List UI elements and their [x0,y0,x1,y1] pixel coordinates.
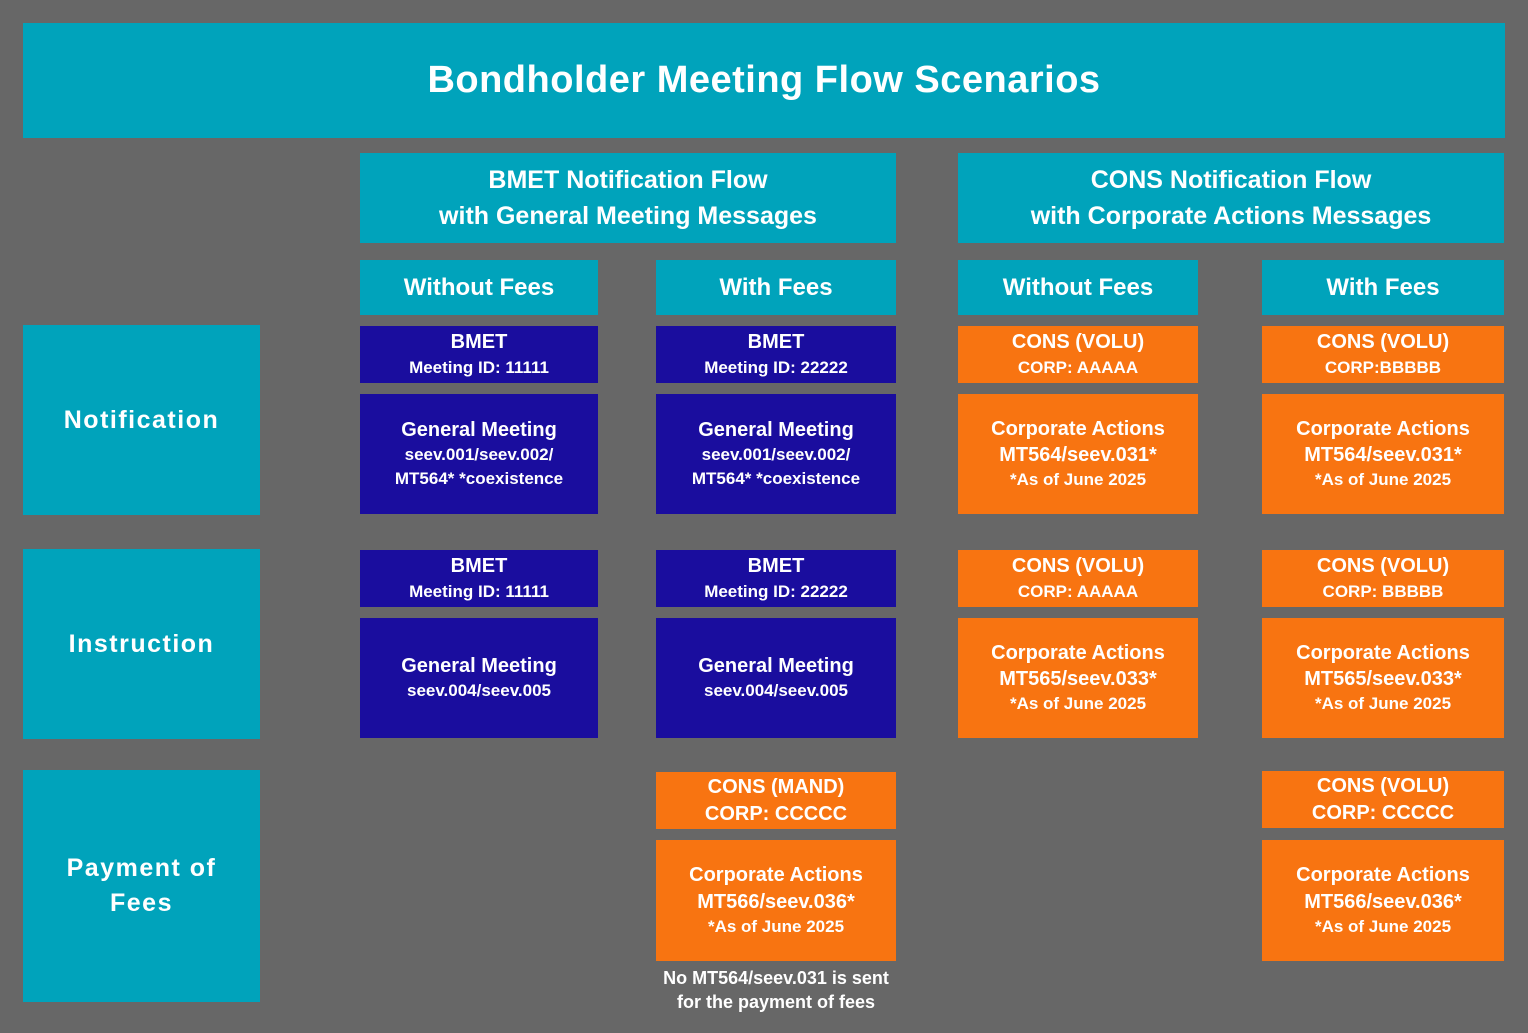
row-label-payment-of-fees: Payment of Fees [23,770,260,1002]
column-header-cons-with-fees: With Fees [1262,260,1504,315]
box-line-primary: Corporate Actions [1296,417,1470,440]
box-line-secondary: CORP: BBBBB [1322,581,1444,601]
box-line-tertiary: *As of June 2025 [1314,470,1452,490]
box-line-secondary: CORP:BBBBB [1324,357,1442,377]
box-line-secondary: seev.001/seev.002/ [701,445,851,465]
box-line-tertiary: MT564* *coexistence [394,469,564,489]
row-label-text: Payment of Fees [66,854,217,917]
box-line-primary: General Meeting [401,419,557,441]
instruction-bmet2-message-box: General Meeting seev.004/seev.005 [656,618,896,738]
instruction-bmet1-id-box: BMET Meeting ID: 11111 [360,550,598,607]
box-line-primary: General Meeting [401,654,557,677]
box-line-primary: CONS (VOLU) [1011,331,1145,354]
payment-bmet-with-fees-message-box: Corporate Actions MT566/seev.036* *As of… [656,840,896,961]
box-line-primary: CONS (VOLU) [1316,555,1450,578]
column-header-label: Without Fees [1002,273,1154,301]
instruction-cons1-message-box: Corporate Actions MT565/seev.033* *As of… [958,618,1198,738]
notification-bmet2-id-box: BMET Meeting ID: 22222 [656,326,896,383]
box-line-secondary: CORP: CCCCC [1311,801,1455,824]
row-label-text: Notification [63,405,220,434]
box-line-secondary: MT565/seev.033* [1304,668,1462,691]
box-line-secondary: seev.001/seev.002/ [404,445,554,465]
group-header-line: CONS Notification Flow [1090,166,1372,194]
column-header-bmet-with-fees: With Fees [656,260,896,315]
box-line-secondary: MT564/seev.031* [999,444,1157,467]
notification-cons2-message-box: Corporate Actions MT564/seev.031* *As of… [1262,394,1504,514]
box-line-secondary: MT566/seev.036* [697,890,855,913]
row-label-text: Instruction [68,629,215,658]
footnote-line: No MT564/seev.031 is sent [663,968,889,988]
group-header-line: with General Meeting Messages [439,202,817,230]
diagram-title-bar: Bondholder Meeting Flow Scenarios [23,23,1505,138]
box-line-primary: General Meeting [698,654,854,677]
box-line-secondary: Meeting ID: 22222 [704,357,848,377]
payment-bmet-with-fees-id-box: CONS (MAND) CORP: CCCCC [656,772,896,829]
cons-flow-group-header: CONS Notification Flow with Corporate Ac… [958,153,1504,243]
instruction-bmet1-message-box: General Meeting seev.004/seev.005 [360,618,598,738]
box-line-secondary: Meeting ID: 11111 [409,357,549,377]
row-label-instruction: Instruction [23,549,260,739]
notification-bmet2-message-box: General Meeting seev.001/seev.002/ MT564… [656,394,896,514]
box-line-primary: BMET [450,331,508,354]
box-line-secondary: seev.004/seev.005 [406,681,551,701]
group-header-line: with Corporate Actions Messages [1030,202,1432,230]
payment-footnote: No MT564/seev.031 is sent for the paymen… [646,966,906,1015]
box-line-primary: CONS (VOLU) [1316,331,1450,354]
notification-cons2-id-box: CONS (VOLU) CORP:BBBBB [1262,326,1504,383]
box-line-primary: Corporate Actions [689,864,863,887]
box-line-primary: General Meeting [698,419,854,441]
box-line-tertiary: *As of June 2025 [1009,470,1147,490]
instruction-bmet2-id-box: BMET Meeting ID: 22222 [656,550,896,607]
payment-cons-with-fees-message-box: Corporate Actions MT566/seev.036* *As of… [1262,840,1504,961]
box-line-primary: Corporate Actions [1296,864,1470,887]
page-title: Bondholder Meeting Flow Scenarios [427,59,1101,101]
column-header-bmet-without-fees: Without Fees [360,260,598,315]
box-line-secondary: CORP: AAAAA [1017,357,1139,377]
box-line-secondary: MT564/seev.031* [1304,444,1462,467]
notification-bmet1-message-box: General Meeting seev.001/seev.002/ MT564… [360,394,598,514]
box-line-tertiary: *As of June 2025 [1009,694,1147,714]
instruction-cons2-message-box: Corporate Actions MT565/seev.033* *As of… [1262,618,1504,738]
box-line-primary: CONS (VOLU) [1316,775,1450,798]
notification-cons1-message-box: Corporate Actions MT564/seev.031* *As of… [958,394,1198,514]
notification-cons1-id-box: CONS (VOLU) CORP: AAAAA [958,326,1198,383]
box-line-secondary: CORP: CCCCC [704,802,848,825]
box-line-tertiary: *As of June 2025 [707,916,845,936]
box-line-tertiary: MT564* *coexistence [691,469,861,489]
column-header-cons-without-fees: Without Fees [958,260,1198,315]
box-line-primary: Corporate Actions [991,417,1165,440]
instruction-cons2-id-box: CONS (VOLU) CORP: BBBBB [1262,550,1504,607]
box-line-primary: Corporate Actions [1296,641,1470,664]
box-line-tertiary: *As of June 2025 [1314,694,1452,714]
column-header-label: With Fees [719,273,833,301]
notification-bmet1-id-box: BMET Meeting ID: 11111 [360,326,598,383]
box-line-primary: BMET [747,331,805,354]
footnote-line: for the payment of fees [676,992,876,1013]
box-line-secondary: Meeting ID: 11111 [409,581,549,601]
box-line-primary: BMET [747,555,805,578]
instruction-cons1-id-box: CONS (VOLU) CORP: AAAAA [958,550,1198,607]
row-label-notification: Notification [23,325,260,515]
box-line-secondary: Meeting ID: 22222 [704,581,848,601]
box-line-primary: BMET [450,555,508,578]
box-line-primary: Corporate Actions [991,641,1165,664]
box-line-secondary: MT565/seev.033* [999,668,1157,691]
box-line-primary: CONS (MAND) [707,776,845,799]
box-line-secondary: MT566/seev.036* [1304,890,1462,913]
column-header-label: With Fees [1326,273,1440,301]
group-header-line: BMET Notification Flow [488,166,768,194]
bmet-flow-group-header: BMET Notification Flow with General Meet… [360,153,896,243]
payment-cons-with-fees-id-box: CONS (VOLU) CORP: CCCCC [1262,771,1504,828]
box-line-secondary: CORP: AAAAA [1017,581,1139,601]
column-header-label: Without Fees [403,273,555,301]
box-line-secondary: seev.004/seev.005 [703,681,848,701]
box-line-primary: CONS (VOLU) [1011,555,1145,578]
box-line-tertiary: *As of June 2025 [1314,916,1452,936]
